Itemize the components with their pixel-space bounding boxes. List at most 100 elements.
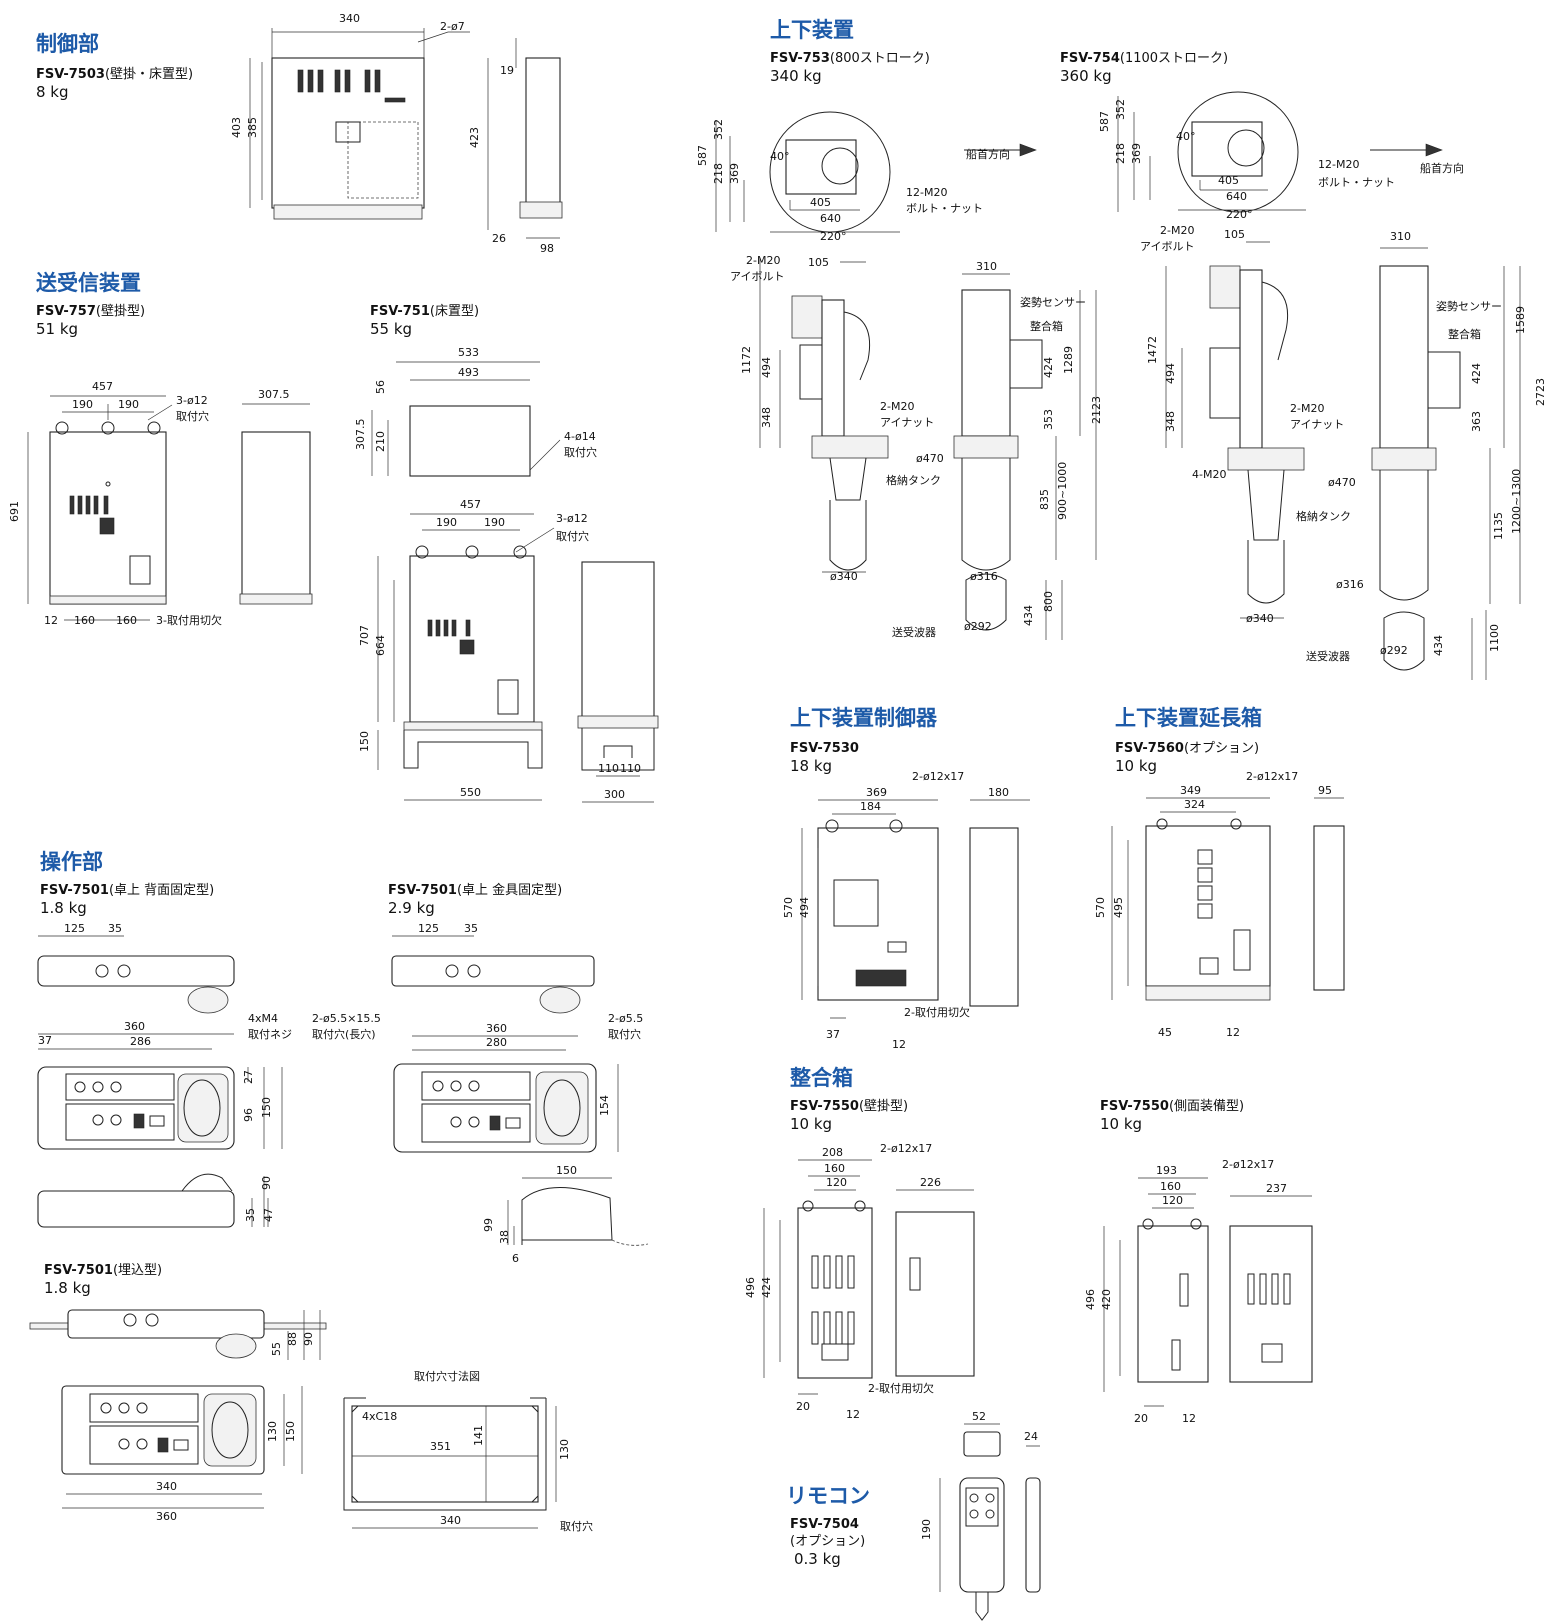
dim-ha-10: 船首方向 <box>966 147 1010 161</box>
dim-or-1: 125 <box>64 922 85 935</box>
dim-hb-12: アイボルト <box>1140 240 1194 253</box>
heading-matching: 整合箱 <box>790 1066 853 1090</box>
dim-ms-4: 237 <box>1266 1182 1287 1195</box>
dim-or-4: 360 <box>124 1020 145 1033</box>
matching-side-drawing <box>1103 1177 1313 1407</box>
dim-hb-24: アイナット <box>1290 418 1344 431</box>
dim-of-4: 130 <box>266 1421 279 1442</box>
dim-tf-pitch: 210 <box>374 431 387 452</box>
dim-of-3: 90 <box>302 1332 315 1346</box>
dim-of-2: 88 <box>286 1332 299 1346</box>
dim-hc-3: 180 <box>988 786 1009 799</box>
dim-hc-2: 2-ø12x17 <box>912 770 964 783</box>
dim-mw-3: 2-ø12x17 <box>880 1142 932 1155</box>
dim-tw-width: 457 <box>92 380 113 393</box>
dim-ha-31: ø316 <box>970 570 998 583</box>
dim-tf-inner: 493 <box>458 366 479 379</box>
dim-of-1: 55 <box>270 1342 283 1356</box>
dim-of-5: 150 <box>284 1421 297 1442</box>
dim-tf-height: 707 <box>358 625 371 646</box>
dim-ob-2: 35 <box>464 922 478 935</box>
dim-hb-5: 405 <box>1218 174 1239 187</box>
dim-ha-5: 405 <box>810 196 831 209</box>
dim-tw-depth: 307.5 <box>258 388 290 401</box>
dim-tf-body-holes-note: 取付穴 <box>556 529 589 543</box>
dim-ha-2: 218 <box>712 163 725 184</box>
dim-tf-body-holes: 3-ø12 <box>556 512 588 525</box>
dim-eb-3: 95 <box>1318 784 1332 797</box>
dim-hb-17: 1589 <box>1514 306 1527 334</box>
heading-transceiver: 送受信装置 <box>36 271 141 295</box>
dim-hb-6: 640 <box>1226 190 1247 203</box>
dim-ha-13: 105 <box>808 256 829 269</box>
transceiver-floor-drawing <box>371 361 659 803</box>
dim-ha-7: 220° <box>820 230 847 243</box>
control-unit-drawing <box>249 28 563 239</box>
dim-hb-11: 2-M20 <box>1160 224 1194 237</box>
dim-tw-edge: 12 <box>44 614 58 627</box>
dim-ob-8: 38 <box>498 1230 511 1244</box>
dim-ha-19: 348 <box>760 407 773 428</box>
dim-ha-26: ø470 <box>916 452 944 465</box>
dim-ms-8: 12 <box>1182 1412 1196 1425</box>
dim-ha-8: 12-M20 <box>906 186 947 199</box>
dim-hb-34: ø292 <box>1380 644 1408 657</box>
dim-hb-36: 1100 <box>1488 624 1501 652</box>
matching-wall-drawing <box>763 1159 975 1395</box>
model-control: FSV-7503(壁掛・床置型) <box>36 67 194 82</box>
weight-transceiver-floor: 55 kg <box>370 320 413 338</box>
dim-control-width: 340 <box>339 12 360 25</box>
dim-hb-31: ø316 <box>1336 578 1364 591</box>
dim-eb-4: 570 <box>1094 897 1107 918</box>
dim-tf-body-width: 457 <box>460 498 481 511</box>
dim-hb-10: 船首方向 <box>1420 161 1464 175</box>
dim-ha-28: 835 <box>1038 489 1051 510</box>
dim-ha-14: 310 <box>976 260 997 273</box>
model-transceiver-wall: FSV-757(壁掛型) <box>36 304 146 319</box>
dim-rc-0: 52 <box>972 1410 986 1423</box>
weight-operation-bracket: 2.9 kg <box>388 899 435 917</box>
dim-ha-33: ø292 <box>964 620 992 633</box>
dim-ob-3: 360 <box>486 1022 507 1035</box>
dim-or-7: 96 <box>242 1108 255 1122</box>
dim-hc-5: 494 <box>798 897 811 918</box>
transceiver-wall-drawing <box>27 395 313 621</box>
dim-hb-15: 姿勢センサー <box>1436 299 1502 313</box>
dim-tf-width: 533 <box>458 346 479 359</box>
dim-tf-stand: 150 <box>358 731 371 752</box>
weight-remote: 0.3 kg <box>794 1550 841 1568</box>
dim-or-9: 90 <box>260 1176 273 1190</box>
dim-tf-stand-width: 550 <box>460 786 481 799</box>
dim-eb-6: 45 <box>1158 1026 1172 1039</box>
weight-operation-flush: 1.8 kg <box>44 1279 91 1297</box>
dimension-labels: 340 2-ø7 403 385 19 423 26 98 457 190 19… <box>8 12 1547 1540</box>
dim-mw-1: 160 <box>824 1162 845 1175</box>
model-hoist-b: FSV-754(1100ストローク) <box>1060 51 1229 66</box>
weight-matching-wall: 10 kg <box>790 1115 833 1133</box>
dim-hc-7: 2-取付用切欠 <box>904 1005 970 1019</box>
dim-eb-5: 495 <box>1112 897 1125 918</box>
weight-ext-box: 10 kg <box>1115 757 1158 775</box>
dim-oc-2: 141 <box>472 1425 485 1446</box>
model-hoist-a: FSV-753(800ストローク) <box>770 51 930 66</box>
remote-drawing <box>939 1423 1041 1621</box>
dim-hb-19: 494 <box>1164 363 1177 384</box>
dim-mw-5: 496 <box>744 1277 757 1298</box>
dim-tf-holes-note: 取付穴 <box>564 445 597 459</box>
dim-ms-3: 2-ø12x17 <box>1222 1158 1274 1171</box>
dim-tf-inner-height: 664 <box>374 635 387 656</box>
dim-eb-0: 349 <box>1180 784 1201 797</box>
dim-ha-20: 2-M20 <box>880 400 914 413</box>
dim-control-inner-height: 385 <box>246 117 259 138</box>
ext-box-drawing <box>1111 797 1345 1001</box>
dim-ha-11: 2-M20 <box>746 254 780 267</box>
weight-transceiver-wall: 51 kg <box>36 320 79 338</box>
dim-control-top: 19 <box>500 64 514 77</box>
dim-hb-4: 40° <box>1176 130 1196 143</box>
dim-tf-side-2: 110 <box>620 762 641 775</box>
model-matching-wall: FSV-7550(壁掛型) <box>790 1099 909 1114</box>
dim-ha-1: 587 <box>696 145 709 166</box>
model-transceiver-floor: FSV-751(床置型) <box>370 304 480 319</box>
cutout-drawing <box>343 1397 557 1529</box>
